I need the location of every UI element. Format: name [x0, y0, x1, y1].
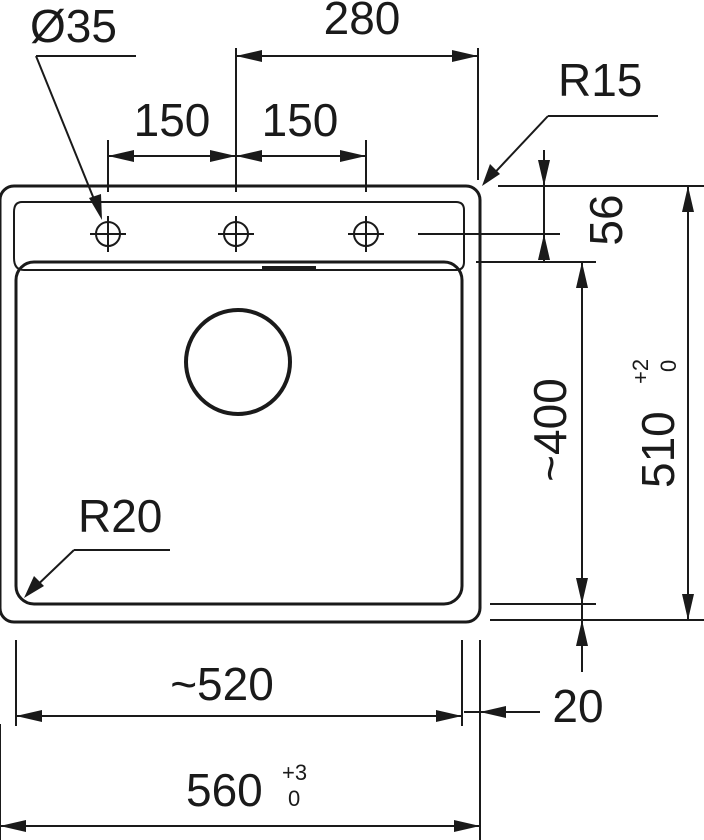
tap-hole-left [90, 216, 126, 252]
leader-tap-hole-diameter [35, 55, 136, 220]
label-tap-span: 280 [324, 0, 401, 44]
dim-bowl-width [15, 640, 463, 726]
sink-outline [0, 184, 482, 624]
label-corner-radius-outer: R15 [558, 54, 642, 106]
label-overall-length-tol-upper: +2 [628, 359, 653, 384]
leader-corner-radius-outer [482, 115, 658, 186]
label-overall-length-tol-lower: 0 [656, 360, 681, 372]
label-overall-length: 510 [632, 411, 684, 488]
label-overall-width-tol-lower: 0 [288, 786, 300, 811]
label-tap-hole-diameter: Ø35 [30, 0, 117, 52]
label-bowl-corner-radius: R20 [78, 490, 162, 542]
label-bowl-width: ~520 [170, 658, 274, 710]
dim-overall-length [490, 186, 704, 621]
dim-tap-row-offset [418, 150, 704, 262]
bowl-outline [14, 260, 464, 606]
label-overall-width: 560 [186, 764, 263, 816]
label-tap-spacing-right: 150 [262, 94, 339, 146]
leader-bowl-corner-radius [24, 549, 170, 598]
dim-rim-offset [464, 604, 588, 718]
label-overall-width-tol-upper: +3 [282, 760, 307, 785]
drain-hole [184, 308, 292, 416]
label-rim-offset: 20 [552, 680, 603, 732]
tap-hole-right [348, 216, 384, 252]
tap-hole-center [218, 216, 254, 252]
label-tap-spacing-left: 150 [134, 94, 211, 146]
label-bowl-length: ~400 [524, 378, 576, 482]
label-tap-row-offset: 56 [580, 194, 632, 245]
dim-overall-width [0, 640, 481, 840]
sink-outer-rim [0, 184, 482, 624]
dim-bowl-length [476, 261, 596, 605]
tap-ledge [13, 201, 465, 271]
dim-tap-span [235, 48, 479, 192]
dim-tap-spacing [107, 140, 367, 192]
